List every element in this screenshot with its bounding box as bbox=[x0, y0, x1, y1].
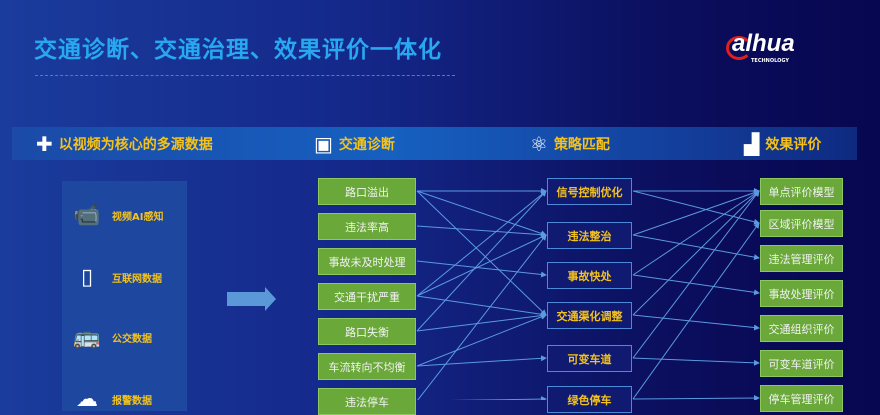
flow-arrow-icon bbox=[227, 287, 276, 311]
connection-line bbox=[416, 225, 547, 238]
connection-line bbox=[416, 190, 547, 316]
source-bus: 🚌公交数据 bbox=[73, 325, 152, 350]
connection-line bbox=[416, 295, 547, 318]
connection-line bbox=[416, 234, 547, 297]
connection-line bbox=[416, 190, 547, 297]
data-source-panel: 📹视频AI感知 ▯互联网数据 🚌公交数据 ☁报警数据 bbox=[62, 181, 187, 412]
evaluation-box: 单点评价模型 bbox=[760, 178, 843, 205]
connection-line bbox=[449, 396, 547, 400]
strategy-box: 信号控制优化 bbox=[547, 178, 632, 205]
bus-icon: 🚌 bbox=[73, 325, 101, 350]
connection-line bbox=[632, 190, 760, 316]
evaluation-box: 违法管理评价 bbox=[760, 245, 843, 272]
diagnosis-box: 违法率高 bbox=[318, 213, 416, 240]
header-strategy: ⚛策略匹配 bbox=[530, 131, 610, 156]
connection-line bbox=[416, 314, 547, 367]
monitor-icon: ▣ bbox=[314, 131, 333, 156]
connection-line bbox=[416, 355, 547, 367]
diagnosis-box: 交通干扰严重 bbox=[318, 283, 416, 310]
strategy-box: 事故快处 bbox=[547, 262, 632, 289]
strategy-box: 违法整治 bbox=[547, 222, 632, 249]
diagnosis-box: 路口失衡 bbox=[318, 318, 416, 345]
title-divider bbox=[35, 75, 455, 76]
connection-line bbox=[632, 314, 760, 331]
evaluation-box: 停车管理评价 bbox=[760, 385, 843, 412]
diagnosis-box: 事故未及时处理 bbox=[318, 248, 416, 275]
connection-line bbox=[416, 260, 547, 278]
connection-line bbox=[632, 190, 760, 225]
diagnosis-box: 路口溢出 bbox=[318, 178, 416, 205]
page-title: 交通诊断、交通治理、效果评价一体化 bbox=[34, 37, 442, 63]
connection-line bbox=[632, 190, 760, 276]
source-internet: ▯互联网数据 bbox=[72, 265, 162, 290]
connection-line bbox=[417, 234, 547, 400]
connection-line bbox=[632, 395, 760, 400]
evaluation-box: 区域评价模型 bbox=[760, 210, 843, 237]
diagnosis-box: 违法停车 bbox=[318, 388, 416, 415]
strategy-box: 交通渠化调整 bbox=[547, 302, 632, 329]
evaluation-box: 交通组织评价 bbox=[760, 315, 843, 342]
camera-icon: 📹 bbox=[73, 203, 101, 228]
strategy-box: 可变车道 bbox=[547, 345, 632, 372]
connection-line bbox=[632, 189, 760, 236]
source-video-ai: 📹视频AI感知 bbox=[73, 203, 164, 228]
connection-line bbox=[416, 190, 547, 332]
phone-icon: ▯ bbox=[80, 265, 94, 290]
header-diagnosis: ▣交通诊断 bbox=[314, 131, 395, 156]
connection-line bbox=[632, 190, 760, 359]
evaluation-box: 可变车道评价 bbox=[760, 350, 843, 377]
connection-line bbox=[416, 190, 547, 237]
header-multisource: ✚以视频为核心的多源数据 bbox=[36, 131, 213, 156]
section-header-bar: ✚以视频为核心的多源数据 ▣交通诊断 ⚛策略匹配 ▟效果评价 bbox=[12, 127, 857, 160]
connection-line bbox=[416, 312, 547, 332]
bar-chart-icon: ▟ bbox=[744, 131, 760, 156]
connection-line bbox=[632, 357, 760, 366]
diagnosis-box: 车流转向不均衡 bbox=[318, 353, 416, 380]
connection-line bbox=[632, 274, 760, 296]
connection-line bbox=[632, 234, 760, 261]
crossroad-icon: ✚ bbox=[36, 131, 53, 156]
connection-line bbox=[632, 222, 760, 400]
header-evaluation: ▟效果评价 bbox=[744, 131, 822, 156]
connection-lines bbox=[416, 188, 760, 400]
atom-icon: ⚛ bbox=[530, 131, 548, 156]
evaluation-box: 事故处理评价 bbox=[760, 280, 843, 307]
